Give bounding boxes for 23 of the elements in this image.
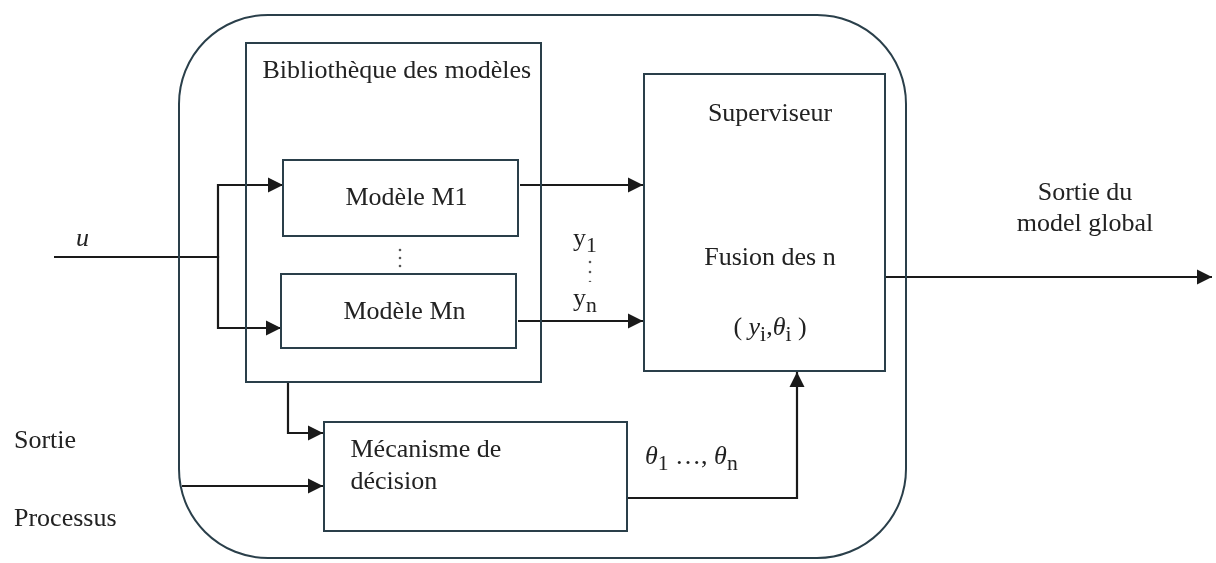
node-text: Processus	[14, 502, 118, 534]
node-text: u	[76, 222, 90, 254]
node-text: Fusion des n	[703, 240, 837, 273]
arrow	[518, 313, 643, 329]
process-box	[322, 420, 628, 532]
arrow	[286, 383, 323, 441]
system-boundary-box	[178, 14, 907, 559]
node-text: Modèle M1	[344, 181, 469, 213]
arrow	[886, 269, 1212, 285]
arrow	[520, 177, 643, 193]
process-box	[280, 273, 517, 349]
process-box	[282, 159, 519, 237]
node-text: Superviseur	[706, 96, 834, 129]
process-box	[244, 41, 542, 383]
arrow	[54, 255, 281, 336]
node-text: Sortie	[14, 424, 78, 456]
node-text: Mécanisme de décision	[350, 432, 503, 497]
arrow	[182, 478, 323, 494]
node-text: Bibliothèque des modèles	[262, 53, 533, 86]
node-text: ( y$_{i}$,θ$_{i}$ )	[732, 310, 808, 348]
process-box	[642, 72, 886, 372]
arrow	[628, 372, 805, 500]
node-text: Modèle Mn	[342, 295, 467, 327]
